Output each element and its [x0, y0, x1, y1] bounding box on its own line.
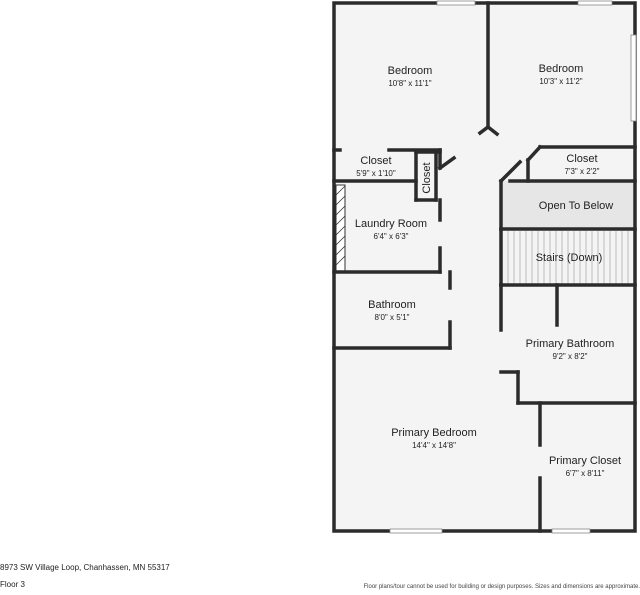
room-dims-bathroom: 8'0" x 5'1" [375, 313, 410, 322]
property-address: 8973 SW Village Loop, Chanhassen, MN 553… [0, 563, 170, 572]
room-dims-closet-3: 7'3" x 2'2" [565, 167, 600, 176]
room-dims-primary-closet: 6'7" x 8'11" [566, 469, 605, 478]
room-name-bedroom-2: Bedroom [539, 63, 584, 75]
stairs-treads [507, 231, 629, 284]
room-name-closet-2: Closet [421, 162, 433, 193]
floor-label: Floor 3 [0, 580, 25, 589]
room-name-closet-1: Closet [360, 155, 391, 167]
room-name-stairs: Stairs (Down) [536, 252, 603, 264]
windows [389, 0, 637, 534]
room-name-open-to-below: Open To Below [539, 200, 613, 212]
room-name-bedroom-1: Bedroom [388, 65, 433, 77]
floor-fill [334, 3, 635, 531]
room-dims-laundry-room: 6'4" x 6'3" [374, 232, 409, 241]
room-dims-primary-bedroom: 14'4" x 14'8" [412, 441, 456, 450]
walls [332, 1, 637, 533]
room-name-closet-3: Closet [566, 153, 597, 165]
room-dims-primary-bathroom: 9'2" x 8'2" [553, 352, 588, 361]
room-name-bathroom: Bathroom [368, 299, 416, 311]
room-dims-closet-1: 5'9" x 1'10" [356, 169, 396, 178]
room-name-primary-bathroom: Primary Bathroom [526, 338, 615, 350]
room-name-primary-bedroom: Primary Bedroom [391, 427, 477, 439]
room-dims-bedroom-1: 10'8" x 11'1" [388, 79, 431, 88]
room-name-laundry-room: Laundry Room [355, 218, 427, 230]
open-to-below-area [502, 181, 634, 229]
disclaimer-text: Floor plans/tour cannot be used for buil… [363, 584, 640, 590]
room-dims-bedroom-2: 10'3" x 11'2" [539, 77, 582, 86]
room-name-primary-closet: Primary Closet [549, 455, 621, 467]
